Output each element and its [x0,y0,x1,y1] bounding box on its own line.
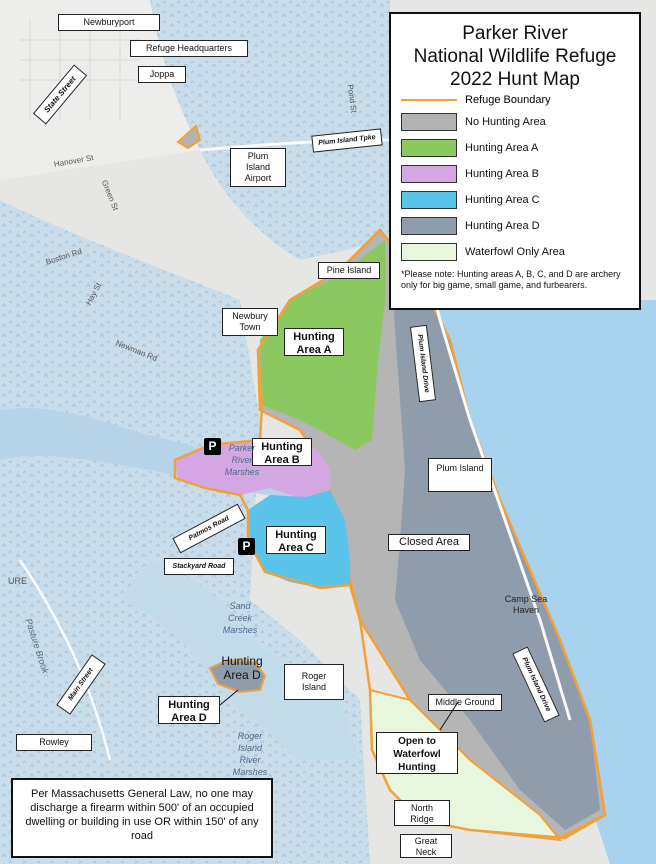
label-joppa: Joppa [138,66,186,83]
legend-boundary-line [401,99,457,101]
label-open-waterfowl: Open to Waterfowl Hunting [376,732,458,774]
hunting-area-d-main [390,250,600,830]
label-roger-island: Roger Island [284,664,344,700]
legend-label: Hunting Area D [465,220,540,232]
label-pine-island: Pine Island [318,262,380,279]
label-hunting-area-b: Hunting Area B [252,438,312,466]
label-great-neck: Great Neck [400,834,452,858]
legend-swatch [401,217,457,235]
label-refuge-hq: Refuge Headquarters [130,40,248,57]
street-ure: URE [8,576,28,586]
label-closed-area: Closed Area [388,534,470,551]
law-note-box: Per Massachusetts General Law, no one ma… [11,778,273,858]
legend-item-area-d: Hunting Area D [401,213,629,239]
legend-swatch [401,113,457,131]
label-hunting-area-c: Hunting Area C [266,526,326,554]
label-middle-ground: Middle Ground [428,694,502,711]
legend-box: Parker River National Wildlife Refuge 20… [389,12,641,310]
legend-item-area-b: Hunting Area B [401,161,629,187]
water-parker-river-marshes: Parker River Marshes [224,443,260,477]
refuge-hq-parcel [176,124,202,150]
law-note-text: Per Massachusetts General Law, no one ma… [25,788,259,842]
ocean [430,300,656,864]
marsh-north [150,0,390,260]
main-street-road [18,559,112,761]
legend-swatch [401,139,457,157]
map-title-line-2: National Wildlife Refuge [413,46,617,67]
label-hunting-area-d-callout: Hunting Area D [158,696,220,724]
label-rowley: Rowley [16,734,92,751]
legend-label: Hunting Area C [465,194,540,206]
legend-boundary-label: Refuge Boundary [465,94,551,106]
legend-item-waterfowl: Waterfowl Only Area [401,239,629,265]
label-plum-island: Plum Island [428,458,492,492]
legend-swatch [401,191,457,209]
hunting-area-d-small [208,658,267,694]
legend-boundary: Refuge Boundary [401,91,629,109]
legend-item-area-a: Hunting Area A [401,135,629,161]
legend-swatch [401,243,457,261]
label-hunting-area-a: Hunting Area A [284,328,344,356]
legend-label: Hunting Area B [465,168,539,180]
legend-swatch [401,165,457,183]
legend-label: No Hunting Area [465,116,546,128]
parking-icon-b: P [204,438,221,455]
legend-label: Waterfowl Only Area [465,246,565,258]
label-newbury-town: Newbury Town [222,308,278,336]
parking-icon-c: P [238,538,255,555]
legend-item-no-hunting: No Hunting Area [401,109,629,135]
label-north-ridge: North Ridge [394,800,450,826]
legend-note: *Please note: Hunting areas A, B, C, and… [401,269,621,290]
map-title-line-1: Parker River [462,23,568,44]
legend-item-area-c: Hunting Area C [401,187,629,213]
label-hunting-area-d-map: Hunting Area D [221,654,263,682]
water-roger-island-river-marshes: Roger Island River Marshes [232,731,268,777]
label-newburyport: Newburyport [58,14,160,31]
label-stackyard-road: Stackyard Road [164,558,234,575]
label-plum-island-airport: Plum Island Airport [230,148,286,187]
water-sand-creek-marshes: Sand Creek Marshes [222,601,258,635]
label-camp-sea-haven: Camp Sea Haven [504,594,548,615]
legend-label: Hunting Area A [465,142,539,154]
map-title-line-3: 2022 Hunt Map [450,69,580,90]
